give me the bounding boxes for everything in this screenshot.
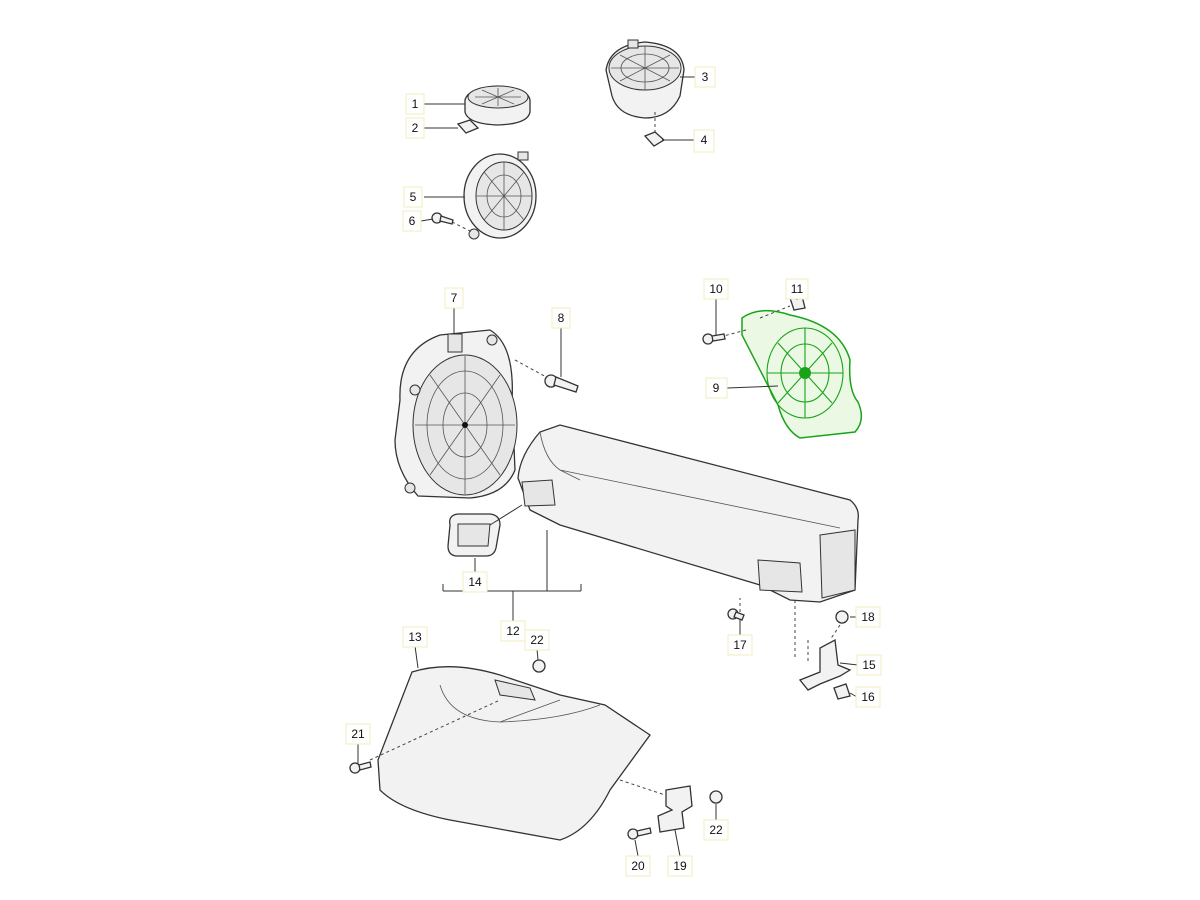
label-22-lower[interactable]: 22	[703, 819, 729, 841]
svg-text:10: 10	[709, 282, 723, 296]
label-4[interactable]: 4	[693, 129, 715, 153]
svg-text:3: 3	[702, 70, 709, 84]
part-22-nut-lower[interactable]	[709, 790, 723, 804]
label-9[interactable]: 9	[705, 377, 728, 399]
svg-text:12: 12	[506, 624, 520, 638]
svg-text:19: 19	[673, 859, 687, 873]
label-21[interactable]: 21	[345, 723, 371, 745]
part-12-subwoofer-enclosure[interactable]	[517, 424, 859, 603]
part-6-screw[interactable]	[431, 212, 454, 225]
label-15[interactable]: 15	[856, 654, 882, 676]
svg-text:21: 21	[351, 727, 365, 741]
svg-text:18: 18	[861, 610, 875, 624]
label-1[interactable]: 1	[405, 93, 425, 115]
svg-text:17: 17	[733, 638, 747, 652]
label-6[interactable]: 6	[402, 210, 422, 232]
part-1-tweeter[interactable]	[464, 85, 531, 126]
svg-text:20: 20	[631, 859, 645, 873]
part-15-bracket[interactable]	[798, 638, 852, 691]
part-5-speaker[interactable]	[463, 151, 537, 240]
label-5[interactable]: 5	[403, 186, 423, 208]
part-19-bracket[interactable]	[657, 785, 693, 833]
part-14-port-trim[interactable]	[447, 513, 501, 557]
label-11[interactable]: 11	[785, 278, 809, 300]
svg-text:22: 22	[530, 633, 544, 647]
part-2-clip[interactable]	[456, 119, 480, 134]
part-16-clip[interactable]	[833, 683, 851, 700]
label-7[interactable]: 7	[444, 287, 464, 309]
label-20[interactable]: 20	[625, 855, 651, 877]
svg-text:1: 1	[412, 97, 419, 111]
label-18[interactable]: 18	[855, 606, 881, 628]
label-10[interactable]: 10	[703, 278, 729, 300]
label-16[interactable]: 16	[855, 686, 881, 708]
svg-text:7: 7	[451, 291, 458, 305]
label-13[interactable]: 13	[402, 626, 428, 648]
svg-text:9: 9	[713, 381, 720, 395]
svg-text:2: 2	[412, 121, 419, 135]
part-8-bolt[interactable]	[544, 374, 579, 393]
label-12[interactable]: 12	[500, 620, 526, 642]
label-19[interactable]: 19	[667, 855, 693, 877]
svg-text:22: 22	[709, 823, 723, 837]
svg-text:15: 15	[862, 658, 876, 672]
svg-text:5: 5	[410, 190, 417, 204]
part-22-nut-upper[interactable]	[532, 659, 546, 673]
svg-text:8: 8	[558, 311, 565, 325]
svg-text:16: 16	[861, 690, 875, 704]
label-3[interactable]: 3	[694, 66, 716, 88]
part-3-speaker[interactable]	[605, 39, 685, 119]
label-14[interactable]: 14	[462, 571, 488, 593]
part-17-screw[interactable]	[727, 608, 745, 621]
svg-text:4: 4	[701, 133, 708, 147]
part-9-speaker-cover[interactable]	[741, 309, 863, 439]
part-7-subwoofer[interactable]	[394, 329, 518, 499]
label-2[interactable]: 2	[405, 117, 425, 139]
part-13-trim-panel[interactable]	[377, 666, 651, 841]
label-22-upper[interactable]: 22	[524, 629, 550, 651]
svg-text:13: 13	[408, 630, 422, 644]
part-20-screw[interactable]	[627, 827, 652, 840]
svg-text:11: 11	[791, 282, 804, 296]
part-4-clip[interactable]	[643, 131, 666, 147]
label-8[interactable]: 8	[551, 307, 571, 329]
svg-text:6: 6	[409, 214, 416, 228]
svg-text:14: 14	[468, 575, 482, 589]
part-18-nut[interactable]	[835, 610, 849, 624]
label-17[interactable]: 17	[727, 634, 753, 656]
part-10-screw[interactable]	[702, 333, 726, 345]
part-21-screw[interactable]	[349, 761, 372, 774]
